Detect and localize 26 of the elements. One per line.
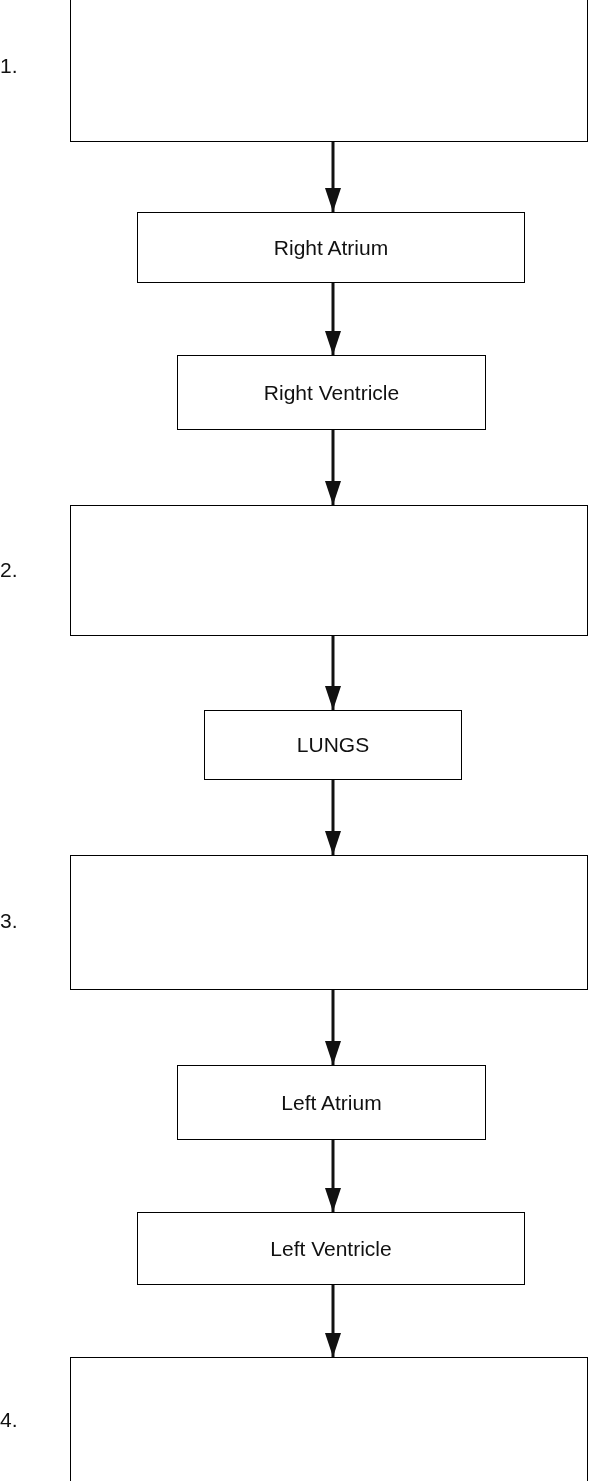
arrow: [325, 636, 341, 710]
process-box: [137, 1212, 525, 1285]
blank-answer-box: [70, 1357, 588, 1481]
process-box: [177, 355, 486, 430]
step-number: 2.: [0, 558, 18, 582]
arrow: [325, 1285, 341, 1357]
arrow: [325, 780, 341, 855]
process-box: [177, 1065, 486, 1140]
box-label: Right Ventricle: [263, 380, 400, 405]
step-number: 3.: [0, 909, 18, 933]
box-label: Left Atrium: [281, 1090, 382, 1115]
blank-answer-box: [70, 855, 588, 990]
arrow: [325, 283, 341, 355]
blank-answer-box: [70, 505, 588, 636]
blank-answer-box: [70, 0, 588, 142]
arrow: [325, 430, 341, 505]
arrow: [325, 142, 341, 212]
box-label: Right Atrium: [273, 235, 389, 260]
step-number: 4.: [0, 1408, 18, 1432]
process-box: [137, 212, 525, 283]
box-label: LUNGS: [296, 733, 370, 757]
step-number: 1.: [0, 54, 18, 78]
box-label: Left Ventricle: [270, 1236, 392, 1261]
arrow: [325, 990, 341, 1065]
arrow: [325, 1140, 341, 1212]
process-box: [204, 710, 462, 780]
